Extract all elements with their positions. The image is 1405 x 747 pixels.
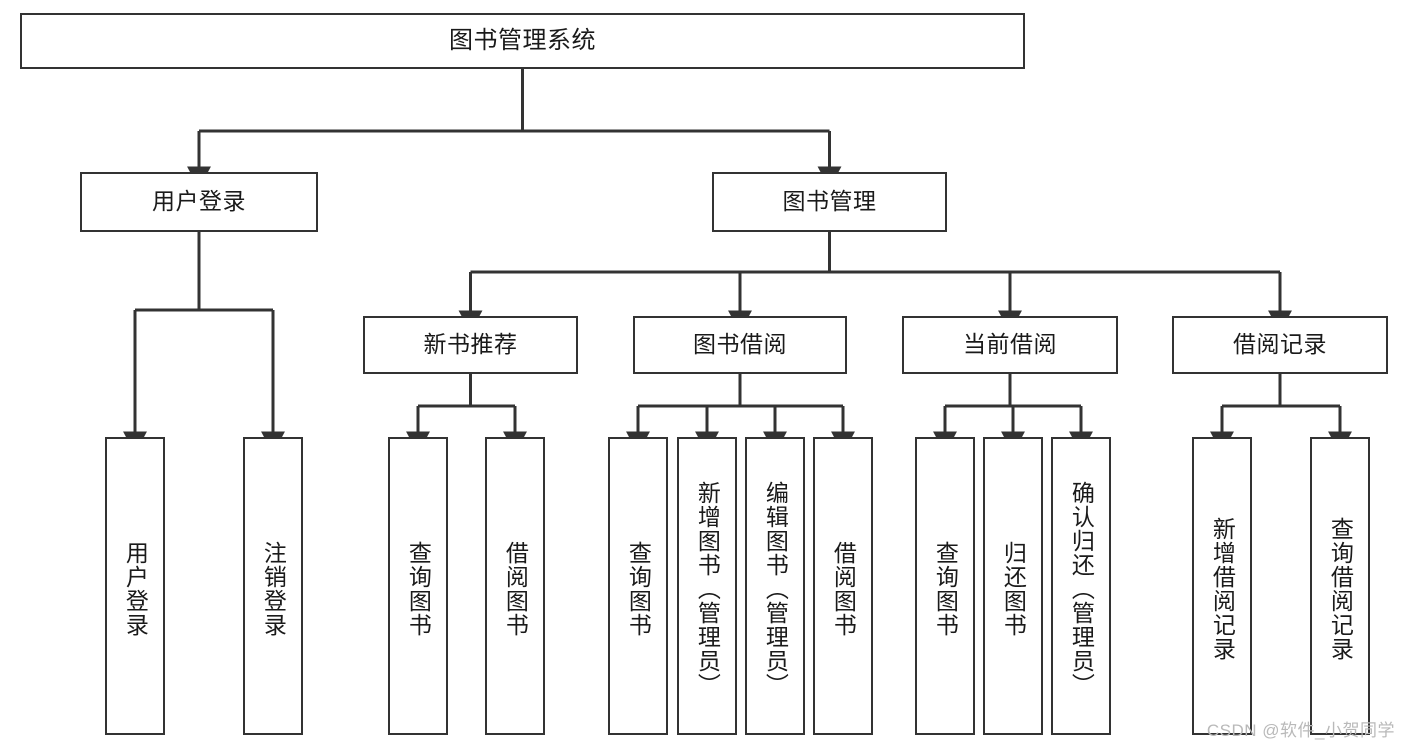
- node-leaf-user-logout-label: 注销登录: [260, 541, 287, 637]
- node-leaf-return-book[interactable]: 归还图书: [983, 437, 1043, 735]
- node-leaf-borrow-book-1-label: 借阅图书: [502, 541, 529, 637]
- node-current-borrow[interactable]: 当前借阅: [902, 316, 1118, 374]
- watermark: CSDN @软件_小贺同学: [1206, 721, 1395, 740]
- node-leaf-add-book[interactable]: 新增图书（管理员）: [677, 437, 737, 735]
- node-new-book-recommend[interactable]: 新书推荐: [363, 316, 578, 374]
- node-leaf-confirm-return[interactable]: 确认归还（管理员）: [1051, 437, 1111, 735]
- node-root-label: 图书管理系统: [449, 26, 596, 54]
- node-leaf-query-book-3-label: 查询图书: [932, 541, 959, 637]
- node-leaf-confirm-return-label: 确认归还（管理员）: [1068, 481, 1095, 697]
- node-new-book-recommend-label: 新书推荐: [423, 331, 518, 358]
- node-borrow-record[interactable]: 借阅记录: [1172, 316, 1388, 374]
- node-leaf-add-record[interactable]: 新增借阅记录: [1192, 437, 1252, 735]
- node-leaf-query-book-1[interactable]: 查询图书: [388, 437, 448, 735]
- node-root[interactable]: 图书管理系统: [20, 13, 1025, 69]
- node-book-borrow-label: 图书借阅: [693, 331, 787, 358]
- node-leaf-edit-book-label: 编辑图书（管理员）: [762, 481, 789, 697]
- node-leaf-query-book-3[interactable]: 查询图书: [915, 437, 975, 735]
- node-leaf-query-record-label: 查询借阅记录: [1327, 517, 1354, 661]
- node-leaf-borrow-book-2[interactable]: 借阅图书: [813, 437, 873, 735]
- node-leaf-add-record-label: 新增借阅记录: [1209, 517, 1236, 661]
- node-leaf-user-login[interactable]: 用户登录: [105, 437, 165, 735]
- node-leaf-borrow-book-2-label: 借阅图书: [830, 541, 857, 637]
- edge-layer: [123, 69, 1352, 454]
- node-user-login[interactable]: 用户登录: [80, 172, 318, 232]
- node-leaf-query-record[interactable]: 查询借阅记录: [1310, 437, 1370, 735]
- node-borrow-record-label: 借阅记录: [1233, 331, 1327, 358]
- node-leaf-query-book-2-label: 查询图书: [625, 541, 652, 637]
- node-user-login-label: 用户登录: [152, 188, 246, 215]
- node-leaf-query-book-1-label: 查询图书: [405, 541, 432, 637]
- node-book-borrow[interactable]: 图书借阅: [633, 316, 847, 374]
- node-leaf-user-login-label: 用户登录: [122, 541, 149, 637]
- node-leaf-user-logout[interactable]: 注销登录: [243, 437, 303, 735]
- node-book-management[interactable]: 图书管理: [712, 172, 947, 232]
- node-leaf-borrow-book-1[interactable]: 借阅图书: [485, 437, 545, 735]
- node-leaf-return-book-label: 归还图书: [1000, 541, 1027, 637]
- node-leaf-add-book-label: 新增图书（管理员）: [694, 481, 721, 697]
- node-current-borrow-label: 当前借阅: [963, 331, 1057, 358]
- node-leaf-query-book-2[interactable]: 查询图书: [608, 437, 668, 735]
- node-book-management-label: 图书管理: [782, 188, 877, 215]
- node-leaf-edit-book[interactable]: 编辑图书（管理员）: [745, 437, 805, 735]
